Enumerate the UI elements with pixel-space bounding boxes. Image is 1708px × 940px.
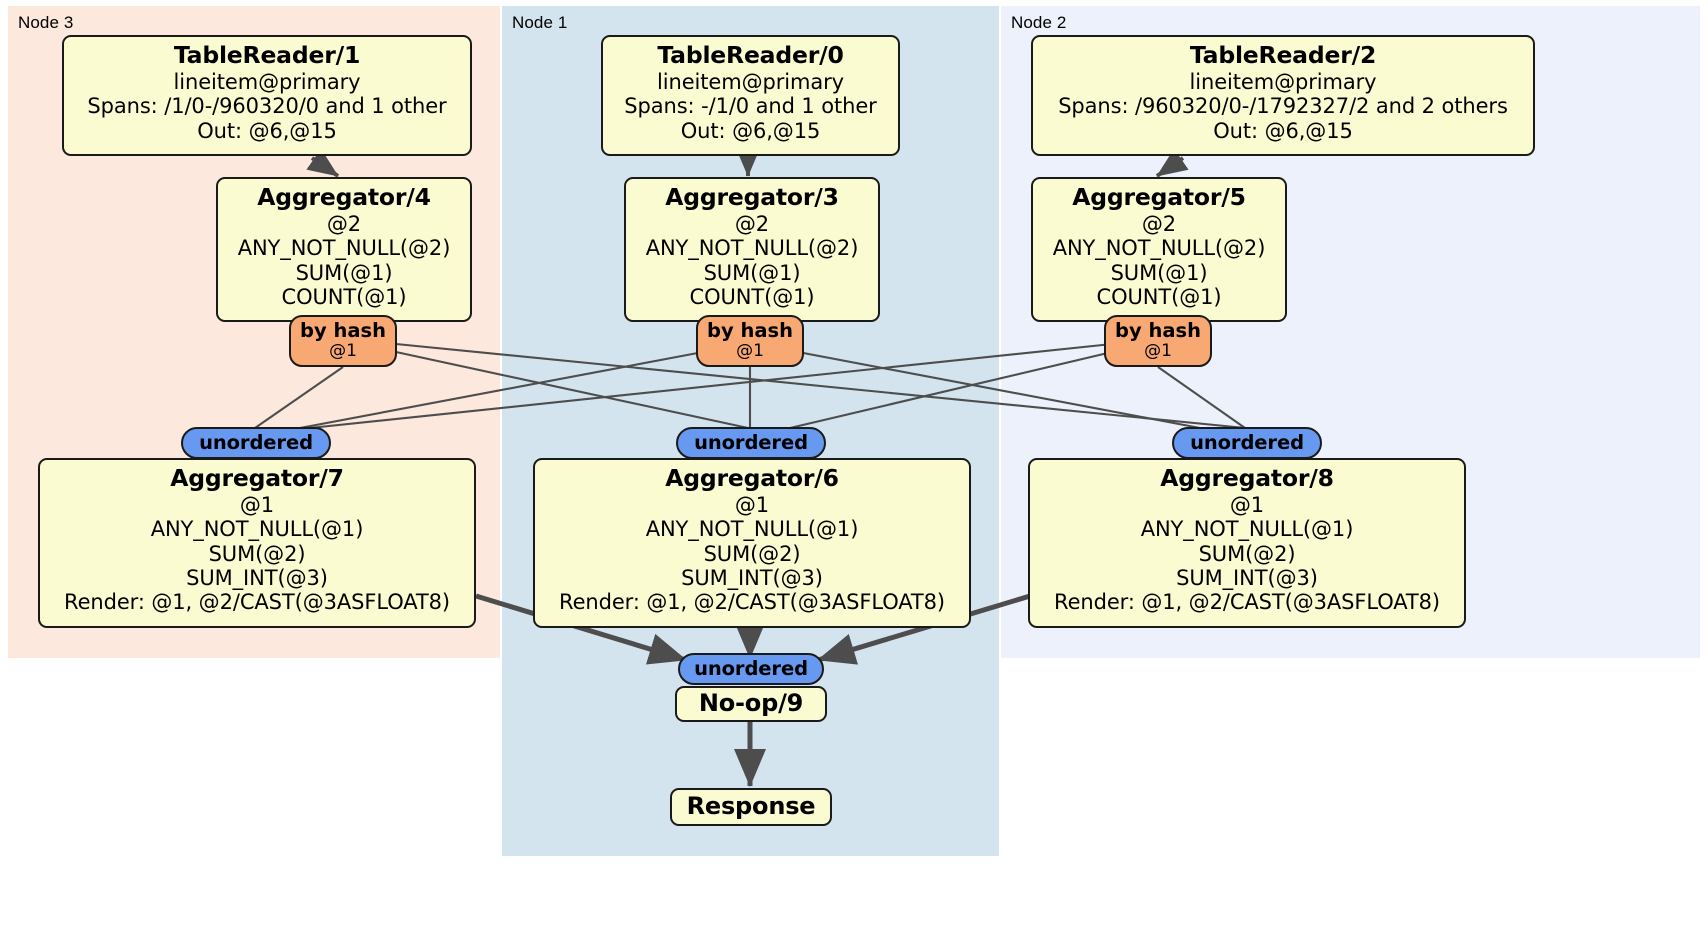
processor-title: Response [686, 792, 816, 821]
processor-line: SUM(@1) [703, 260, 801, 285]
processor-line: SUM(@2) [208, 541, 306, 566]
input-sync-unordered-node2[interactable]: unordered [1172, 427, 1322, 459]
processor-title: Aggregator/6 [665, 464, 839, 492]
hash-router-label: by hash [300, 319, 386, 342]
processor-line: ANY_NOT_NULL(@2) [1052, 236, 1266, 261]
unordered-label: unordered [694, 657, 808, 681]
unordered-label: unordered [1190, 431, 1304, 455]
processor-title: TableReader/0 [657, 41, 844, 69]
processor-line: SUM(@1) [295, 260, 393, 285]
processor-tablereader-2[interactable]: TableReader/2 lineitem@primary Spans: /9… [1031, 35, 1535, 156]
processor-line: COUNT(@1) [281, 284, 407, 309]
node-panel-label-node3: Node 3 [18, 13, 74, 32]
processor-title: TableReader/1 [173, 41, 361, 69]
processor-title: Aggregator/7 [170, 464, 344, 492]
input-sync-unordered-node1[interactable]: unordered [676, 427, 826, 459]
hash-router-label: by hash [1115, 319, 1201, 342]
processor-line: ANY_NOT_NULL(@1) [1140, 517, 1354, 542]
processor-title: Aggregator/8 [1160, 464, 1334, 492]
processor-aggregator-6[interactable]: Aggregator/6 @1 ANY_NOT_NULL(@1) SUM(@2)… [533, 458, 971, 628]
processor-line: SUM_INT(@3) [186, 565, 328, 590]
processor-aggregator-4[interactable]: Aggregator/4 @2 ANY_NOT_NULL(@2) SUM(@1)… [216, 177, 472, 322]
processor-line: ANY_NOT_NULL(@1) [645, 517, 859, 542]
unordered-label: unordered [694, 431, 808, 455]
processor-line: lineitem@primary [173, 70, 361, 95]
processor-line: Render: @1, @2/CAST(@3ASFLOAT8) [1054, 590, 1440, 615]
processor-line: SUM_INT(@3) [681, 565, 823, 590]
processor-line: @1 [1229, 493, 1265, 518]
processor-line: COUNT(@1) [689, 284, 815, 309]
processor-line: Render: @1, @2/CAST(@3ASFLOAT8) [559, 590, 945, 615]
output-router-hash-node1[interactable]: by hash @1 [696, 315, 804, 367]
input-sync-unordered-final[interactable]: unordered [678, 653, 824, 685]
processor-aggregator-5[interactable]: Aggregator/5 @2 ANY_NOT_NULL(@2) SUM(@1)… [1031, 177, 1287, 322]
processor-response[interactable]: Response [670, 788, 832, 826]
processor-line: SUM(@2) [1198, 541, 1296, 566]
processor-tablereader-0[interactable]: TableReader/0 lineitem@primary Spans: -/… [601, 35, 900, 156]
processor-title: Aggregator/5 [1072, 183, 1246, 211]
processor-line: @1 [239, 493, 275, 518]
processor-title: TableReader/2 [1189, 41, 1377, 69]
unordered-label: unordered [199, 431, 313, 455]
processor-line: lineitem@primary [657, 70, 844, 95]
processor-line: @2 [734, 212, 770, 237]
processor-tablereader-1[interactable]: TableReader/1 lineitem@primary Spans: /1… [62, 35, 472, 156]
processor-line: Spans: /960320/0-/1792327/2 and 2 others [1058, 94, 1508, 119]
processor-line: SUM_INT(@3) [1176, 565, 1318, 590]
processor-line: lineitem@primary [1189, 70, 1377, 95]
node-panel-label-node2: Node 2 [1011, 13, 1067, 32]
input-sync-unordered-node3[interactable]: unordered [181, 427, 331, 459]
hash-router-column: @1 [329, 340, 357, 361]
output-router-hash-node3[interactable]: by hash @1 [289, 315, 397, 367]
processor-line: Render: @1, @2/CAST(@3ASFLOAT8) [64, 590, 450, 615]
processor-line: SUM(@1) [1110, 260, 1208, 285]
processor-aggregator-8[interactable]: Aggregator/8 @1 ANY_NOT_NULL(@1) SUM(@2)… [1028, 458, 1466, 628]
processor-line: SUM(@2) [703, 541, 801, 566]
processor-line: ANY_NOT_NULL(@2) [237, 236, 451, 261]
processor-title: No-op/9 [698, 689, 804, 718]
processor-line: COUNT(@1) [1096, 284, 1222, 309]
processor-line: Out: @6,@15 [1213, 118, 1353, 143]
processor-line: Out: @6,@15 [680, 118, 821, 143]
processor-line: Out: @6,@15 [197, 118, 337, 143]
processor-line: Spans: -/1/0 and 1 other [624, 94, 877, 119]
hash-router-column: @1 [1144, 340, 1172, 361]
node-panel-label-node1: Node 1 [512, 13, 568, 32]
processor-title: Aggregator/4 [257, 183, 431, 211]
processor-line: @2 [1141, 212, 1177, 237]
processor-line: ANY_NOT_NULL(@1) [150, 517, 364, 542]
processor-line: @2 [326, 212, 362, 237]
processor-line: @1 [734, 493, 770, 518]
output-router-hash-node2[interactable]: by hash @1 [1104, 315, 1212, 367]
processor-noop-9[interactable]: No-op/9 [675, 686, 827, 722]
processor-title: Aggregator/3 [665, 183, 839, 211]
processor-aggregator-3[interactable]: Aggregator/3 @2 ANY_NOT_NULL(@2) SUM(@1)… [624, 177, 880, 322]
hash-router-label: by hash [707, 319, 793, 342]
hash-router-column: @1 [736, 340, 764, 361]
processor-line: Spans: /1/0-/960320/0 and 1 other [87, 94, 447, 119]
processor-line: ANY_NOT_NULL(@2) [645, 236, 859, 261]
processor-aggregator-7[interactable]: Aggregator/7 @1 ANY_NOT_NULL(@1) SUM(@2)… [38, 458, 476, 628]
